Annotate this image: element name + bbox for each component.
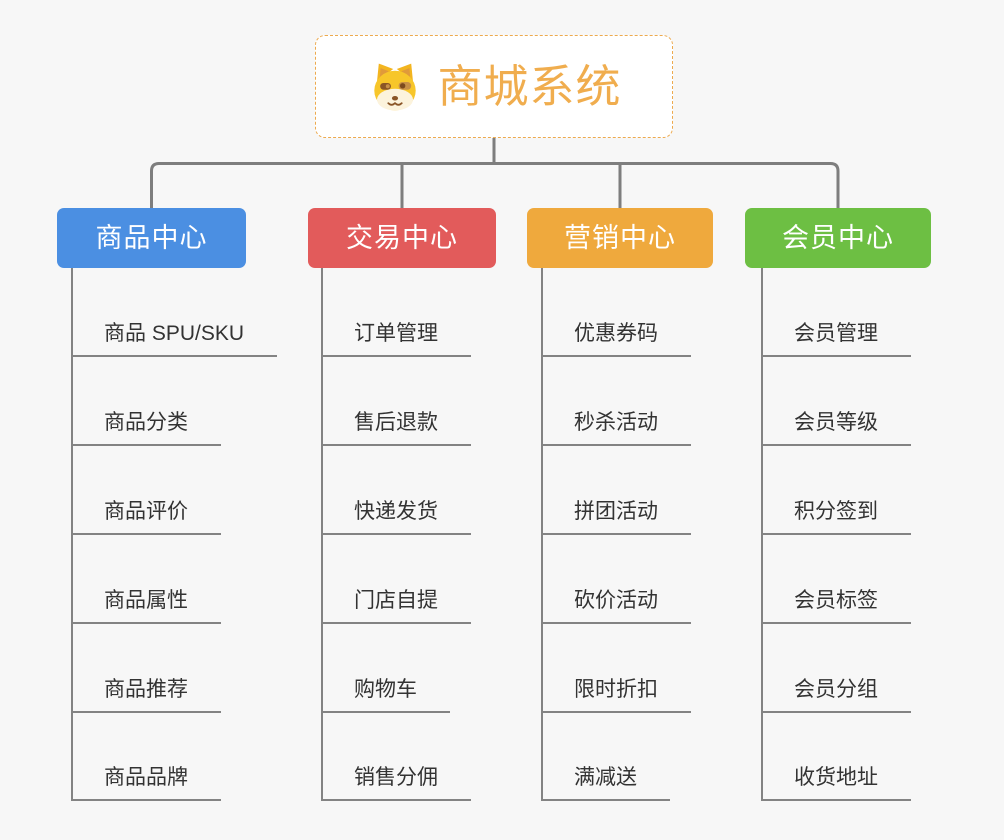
node-after-sale-refund[interactable]: 售后退款 (321, 404, 471, 446)
root-title: 商城系统 (437, 61, 622, 112)
node-member-tag[interactable]: 会员标签 (761, 582, 911, 624)
node-limited-time-discount[interactable]: 限时折扣 (541, 671, 691, 713)
node-member-management[interactable]: 会员管理 (761, 315, 911, 357)
node-order-management[interactable]: 订单管理 (321, 315, 471, 357)
node-product-brand[interactable]: 商品品牌 (71, 759, 221, 801)
node-product-category[interactable]: 商品分类 (71, 404, 221, 446)
node-product-spu-sku[interactable]: 商品 SPU/SKU (71, 315, 278, 357)
node-sales-commission[interactable]: 销售分佣 (321, 759, 471, 801)
node-member-group[interactable]: 会员分组 (761, 671, 911, 713)
node-express-delivery[interactable]: 快递发货 (321, 493, 471, 535)
node-coupon-code[interactable]: 优惠券码 (541, 315, 691, 357)
branch-label: 交易中心 (346, 222, 458, 253)
branch-product-center[interactable]: 商品中心 (57, 208, 246, 268)
branch-trade-center[interactable]: 交易中心 (308, 208, 496, 268)
node-shipping-address[interactable]: 收货地址 (761, 759, 911, 801)
branch-marketing-center[interactable]: 营销中心 (527, 208, 713, 268)
node-group-buying[interactable]: 拼团活动 (541, 493, 691, 535)
node-product-review[interactable]: 商品评价 (71, 493, 221, 535)
node-product-attribute[interactable]: 商品属性 (71, 582, 221, 624)
branch-label: 商品中心 (95, 222, 208, 253)
node-full-reduction[interactable]: 满减送 (541, 759, 670, 801)
node-member-level[interactable]: 会员等级 (761, 404, 911, 446)
root-node[interactable]: 商城系统 (315, 35, 673, 138)
node-product-recommend[interactable]: 商品推荐 (71, 671, 221, 713)
node-store-pickup[interactable]: 门店自提 (321, 582, 471, 624)
node-points-checkin[interactable]: 积分签到 (761, 493, 911, 535)
node-flash-sale[interactable]: 秒杀活动 (541, 404, 691, 446)
node-shopping-cart[interactable]: 购物车 (321, 671, 450, 713)
branch-label: 会员中心 (782, 222, 894, 253)
branch-member-center[interactable]: 会员中心 (745, 208, 931, 268)
dog-face-icon (374, 63, 417, 110)
node-bargain-activity[interactable]: 砍价活动 (541, 582, 691, 624)
branch-label: 营销中心 (564, 222, 676, 253)
